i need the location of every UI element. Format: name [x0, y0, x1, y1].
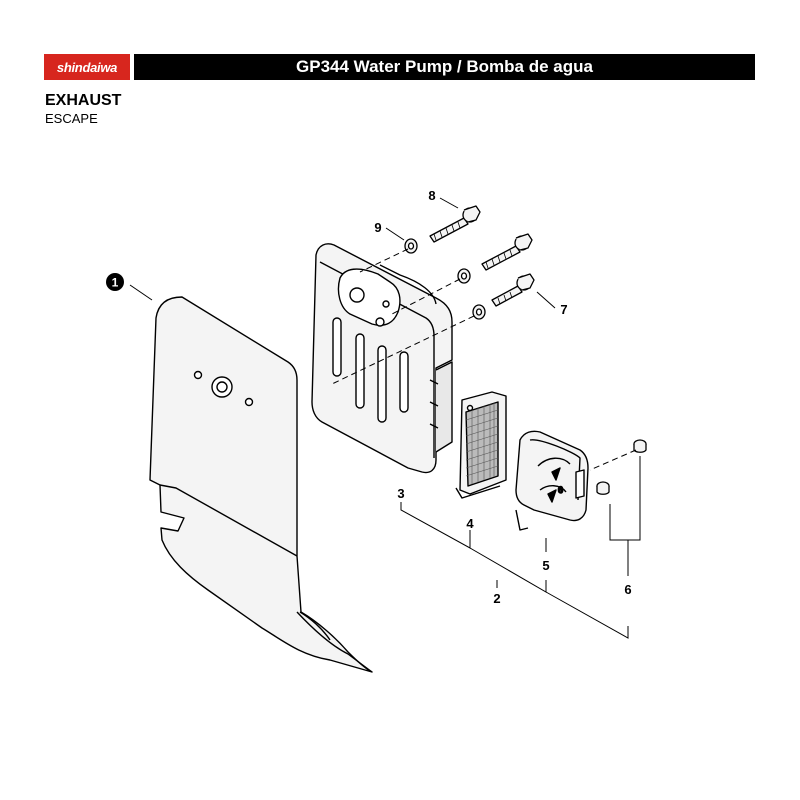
part-washers — [404, 238, 486, 320]
callout-4: 4 — [466, 516, 474, 531]
brand-logo: shindaiwa — [44, 54, 130, 80]
leader-lines — [129, 197, 641, 639]
alignment-lines — [331, 248, 637, 471]
header-bar — [44, 54, 755, 80]
callout-8: 8 — [428, 188, 435, 203]
callout-9: 9 — [374, 220, 381, 235]
part-bolts — [429, 205, 535, 307]
section-title: EXHAUST — [45, 92, 122, 109]
callout-1-badge — [106, 273, 124, 291]
logo-divider — [130, 54, 134, 80]
part-heat-shield — [149, 296, 373, 673]
cover-mark-label: 6 — [558, 485, 563, 495]
part-muffler-body — [311, 243, 453, 474]
section-subtitle: ESCAPE — [45, 111, 98, 126]
callout-6: 6 — [624, 582, 631, 597]
callout-7: 7 — [560, 302, 567, 317]
callout-3: 3 — [397, 486, 404, 501]
part-screws-6 — [596, 439, 647, 495]
page-title: GP344 Water Pump / Bomba de agua — [296, 57, 593, 76]
part-spark-arrestor-screen — [455, 391, 507, 499]
callout-1: 1 — [112, 276, 119, 290]
callout-labels: 1 2 3 4 5 6 7 8 9 — [106, 188, 632, 606]
part-exhaust-cover: 6 — [515, 430, 589, 531]
callout-5: 5 — [542, 558, 549, 573]
callout-2: 2 — [493, 591, 500, 606]
